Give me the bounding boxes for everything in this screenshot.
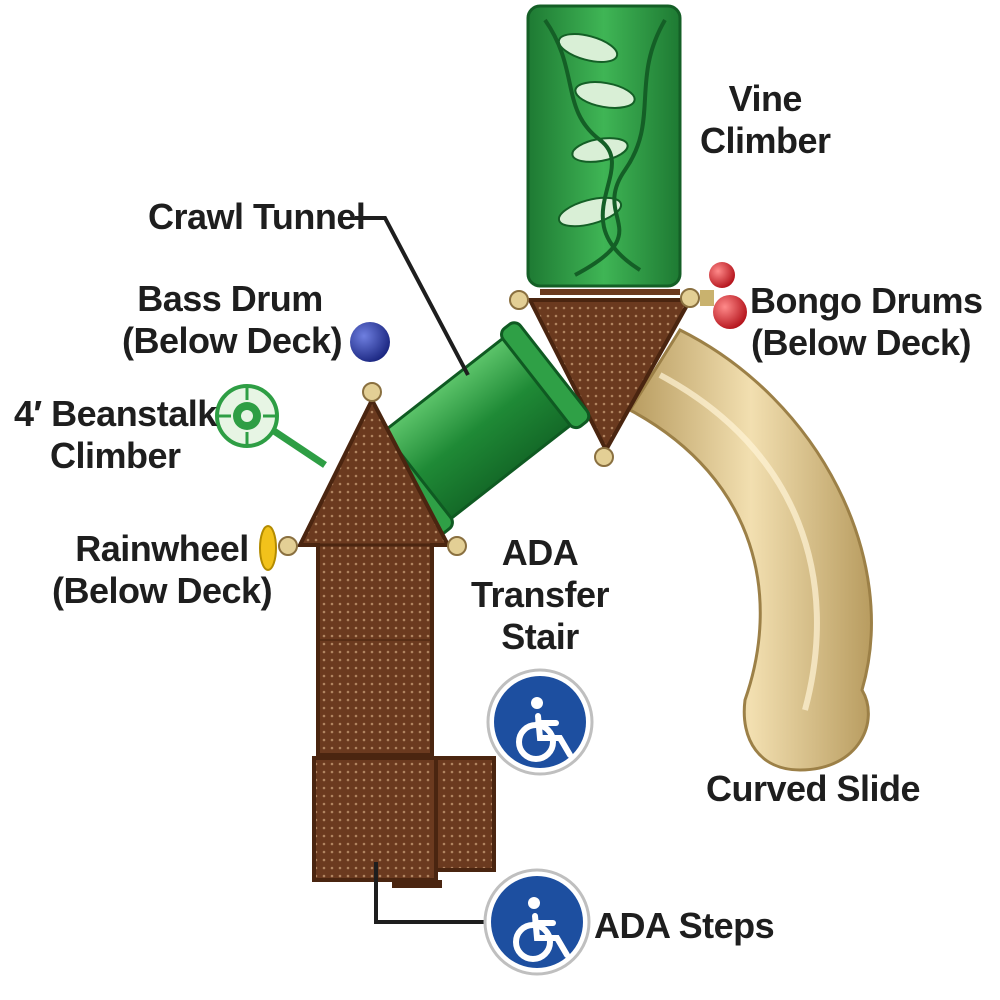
- label-curved-slide: Curved Slide: [706, 768, 921, 810]
- label-beanstalk-climber: 4′ Beanstalk Climber: [14, 393, 217, 477]
- beanstalk-climber: [215, 384, 327, 468]
- ada-steps-deck: [312, 756, 496, 888]
- label-line: Vine: [728, 78, 803, 119]
- label-ada-steps: ADA Steps: [594, 905, 775, 947]
- label-line: Stair: [501, 616, 579, 657]
- label-line: (Below Deck): [750, 322, 972, 363]
- main-deck: [296, 395, 452, 757]
- label-vine-climber: Vine Climber: [700, 78, 831, 162]
- label-rainwheel: Rainwheel (Below Deck): [52, 528, 273, 612]
- triangle-deck-right: [526, 289, 694, 455]
- label-line: Climber: [700, 120, 831, 161]
- label-line: (Below Deck): [122, 320, 343, 361]
- label-line: Bongo Drums: [750, 280, 983, 321]
- wheelchair-icon: [483, 868, 591, 976]
- label-ada-transfer-stair: ADA Transfer Stair: [462, 532, 618, 658]
- deck-connectors: [278, 288, 700, 556]
- label-line: Transfer: [470, 574, 610, 615]
- curved-slide: [627, 328, 873, 772]
- bass-drum: [350, 322, 390, 362]
- rainwheel: [259, 525, 277, 571]
- label-line: Bass Drum: [137, 278, 323, 319]
- label-line: Crawl Tunnel: [148, 196, 366, 237]
- label-line: Rainwheel: [75, 528, 249, 569]
- label-line: ADA: [501, 532, 579, 573]
- label-bass-drum: Bass Drum (Below Deck): [122, 278, 343, 362]
- vine-climber: [526, 4, 682, 288]
- label-line: Curved Slide: [706, 768, 921, 809]
- label-line: ADA Steps: [594, 905, 775, 946]
- label-bongo-drums: Bongo Drums (Below Deck): [750, 280, 983, 364]
- bongo-drums: [700, 262, 747, 329]
- label-line: Climber: [50, 435, 181, 476]
- label-line: 4′ Beanstalk: [14, 393, 217, 434]
- label-crawl-tunnel: Crawl Tunnel: [148, 196, 366, 238]
- wheelchair-icon: [486, 668, 594, 776]
- label-line: (Below Deck): [52, 570, 273, 611]
- leader-lines: [355, 216, 492, 924]
